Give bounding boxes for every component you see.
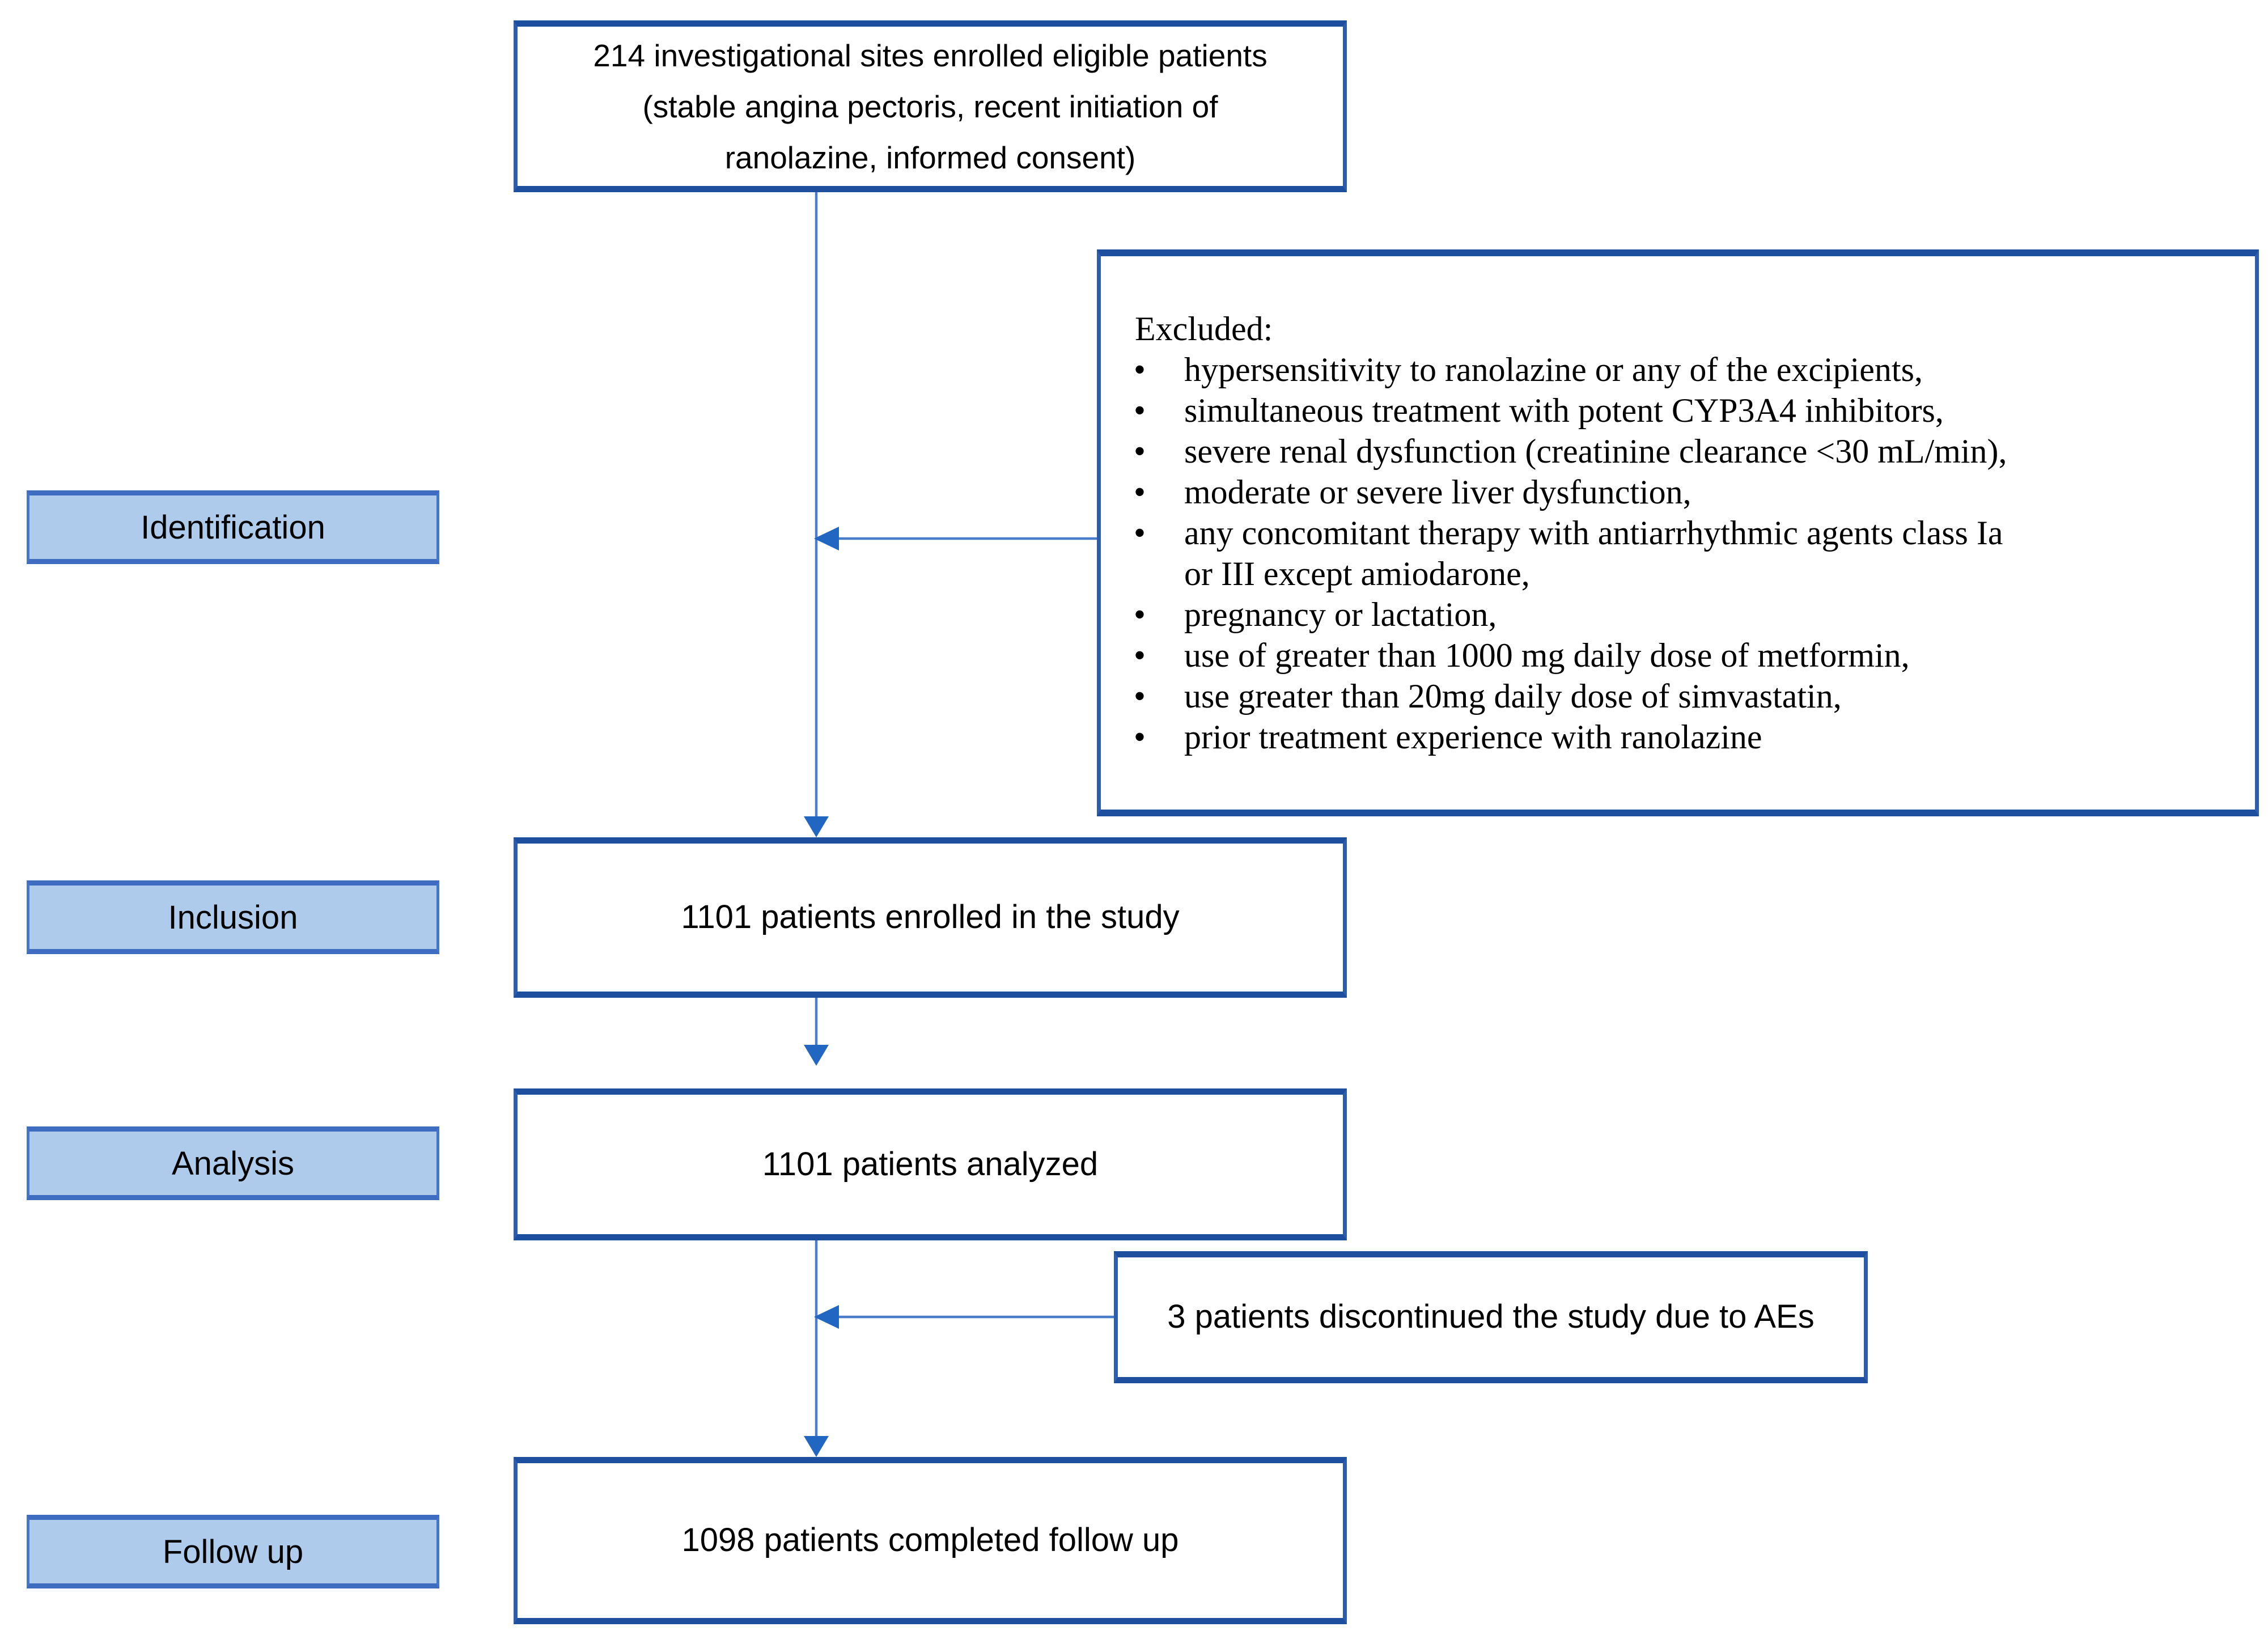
stage-label-identification: Identification [27, 490, 439, 564]
excluded-item: pregnancy or lactation, [1101, 594, 2241, 635]
excluded-item: hypersensitivity to ranolazine or any of… [1101, 349, 2241, 390]
sites-enrolled-line-2: (stable angina pectoris, recent initiati… [642, 88, 1218, 124]
stage-label-text: Identification [141, 509, 325, 546]
sites-enrolled-line-3: ranolazine, informed consent) [724, 139, 1136, 175]
excluded-list: hypersensitivity to ranolazine or any of… [1101, 349, 2241, 757]
arrowhead-down-analyzed [804, 1045, 829, 1066]
stage-label-inclusion: Inclusion [27, 880, 439, 954]
excluded-item: severe renal dysfunction (creatinine cle… [1101, 431, 2241, 472]
stage-label-text: Inclusion [168, 899, 298, 936]
patients-enrolled-box: 1101 patients enrolled in the study [514, 837, 1347, 998]
patients-discontinued-text: 3 patients discontinued the study due to… [1167, 1298, 1815, 1336]
stage-label-text: Analysis [172, 1145, 294, 1182]
arrowhead-down-followup [804, 1436, 829, 1457]
stage-label-followup: Follow up [27, 1515, 439, 1588]
arrowhead-down-enrolled [804, 816, 829, 837]
arrowhead-left-discontinued [814, 1305, 839, 1329]
patients-completed-box: 1098 patients completed follow up [514, 1457, 1347, 1624]
excluded-criteria-box: Excluded: hypersensitivity to ranolazine… [1097, 249, 2259, 816]
excluded-item: use of greater than 1000 mg daily dose o… [1101, 635, 2241, 676]
excluded-item: simultaneous treatment with potent CYP3A… [1101, 390, 2241, 431]
arrowhead-left-excluded [814, 527, 839, 550]
excluded-item: prior treatment experience with ranolazi… [1101, 717, 2241, 757]
patients-analyzed-text: 1101 patients analyzed [762, 1145, 1099, 1183]
patients-analyzed-box: 1101 patients analyzed [514, 1088, 1347, 1240]
stage-label-analysis: Analysis [27, 1126, 439, 1200]
excluded-item: moderate or severe liver dysfunction, [1101, 472, 2241, 512]
sites-enrolled-line-1: 214 investigational sites enrolled eligi… [593, 37, 1267, 73]
sites-enrolled-box: 214 investigational sites enrolled eligi… [514, 20, 1347, 192]
patients-completed-text: 1098 patients completed follow up [681, 1522, 1179, 1559]
stage-label-text: Follow up [162, 1533, 304, 1570]
patients-enrolled-text: 1101 patients enrolled in the study [681, 899, 1180, 936]
excluded-item: any concomitant therapy with antiarrhyth… [1101, 512, 2241, 594]
patients-discontinued-box: 3 patients discontinued the study due to… [1114, 1251, 1868, 1383]
excluded-title: Excluded: [1135, 310, 1273, 348]
excluded-item: use greater than 20mg daily dose of simv… [1101, 676, 2241, 717]
